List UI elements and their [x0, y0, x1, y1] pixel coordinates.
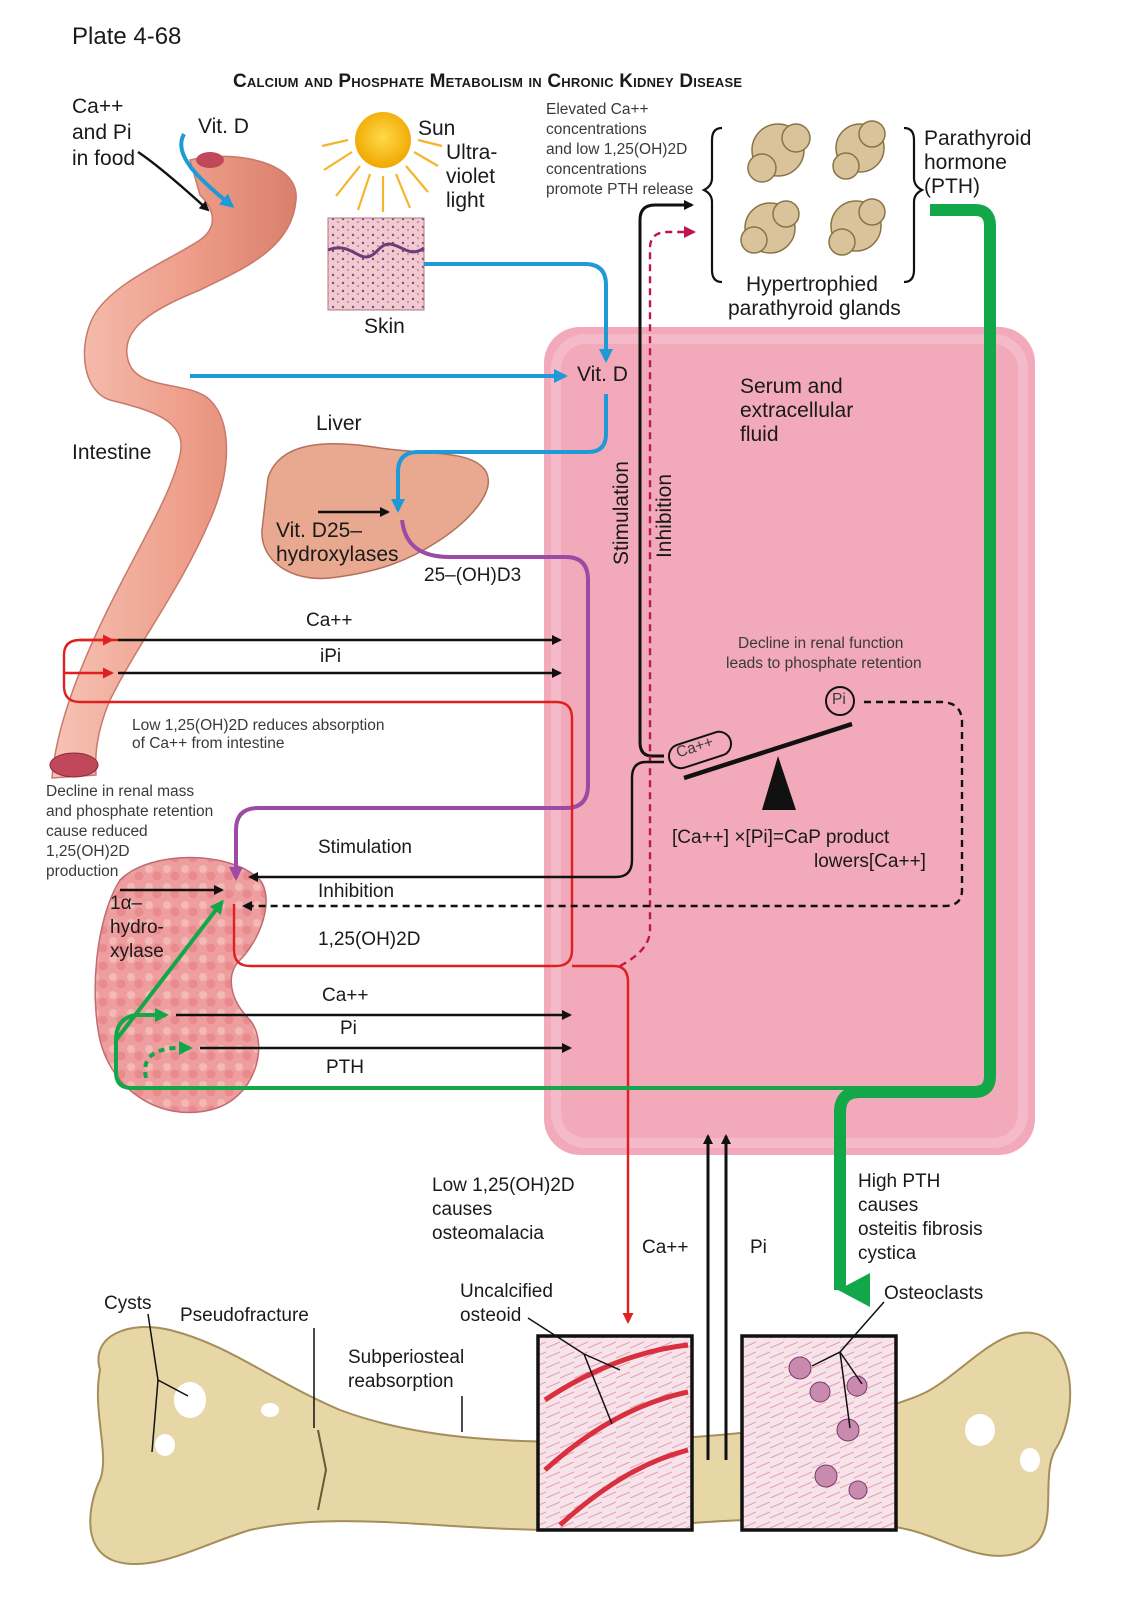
pth-label-line2: hormone — [924, 151, 1007, 174]
red-125d-loop — [62, 638, 574, 968]
serum-label-line2: extracellular — [740, 399, 854, 422]
inhibition-vertical-label: Inhibition — [653, 473, 676, 559]
hypertrophied-label-line2: parathyroid glands — [728, 297, 901, 320]
serum-box — [544, 327, 1035, 1155]
pi-circle-label: Pi — [832, 691, 846, 708]
cap-product-label-line2: lowers[Ca++] — [814, 851, 926, 872]
elevated-label-line4: concentrations — [546, 161, 647, 178]
decline-mass-label-line5: production — [46, 863, 119, 880]
decline-mass-label-line2: and phosphate retention — [46, 803, 214, 820]
intestine-ca-label: Ca++ — [306, 610, 353, 631]
serum-label-line3: fluid — [740, 423, 779, 446]
pseudofracture-label: Pseudofracture — [180, 1305, 309, 1326]
sun-shape — [321, 112, 443, 212]
high-pth-label-line4: cystica — [858, 1243, 917, 1264]
hydroxylase-label-line1: Vit. D25– — [276, 519, 362, 542]
stimulation-kidney-arrow — [248, 760, 664, 882]
osteoclasts-label: Osteoclasts — [884, 1283, 984, 1304]
pth-label-line3: (PTH) — [924, 175, 980, 198]
pth-kidney-arrow — [114, 1008, 974, 1090]
stimulation-vertical-label: Stimulation — [610, 461, 633, 565]
food-label-line2: and Pi — [72, 121, 132, 144]
kidney-ca-label: Ca++ — [322, 985, 369, 1006]
pth-label-line1: Parathyroid — [924, 127, 1032, 150]
liver-label: Liver — [316, 412, 362, 435]
sun-label: Sun — [418, 117, 456, 140]
decline-function-label-line2: leads to phosphate retention — [726, 655, 922, 672]
uv-label-line1: Ultra- — [446, 141, 498, 164]
decline-mass-label-line3: cause reduced — [46, 823, 148, 840]
uv-label-line2: violet — [446, 165, 496, 188]
osteomalacia-label-line3: osteomalacia — [432, 1223, 544, 1244]
intestine-label: Intestine — [72, 441, 152, 464]
decline-mass-label-line4: 1,25(OH)2D — [46, 843, 130, 860]
ohd3-label: 25–(OH)D3 — [424, 565, 522, 586]
subperiosteal-label-line1: Subperiosteal — [348, 1347, 465, 1368]
osteoclast-histology-box — [740, 1334, 898, 1532]
skin-label: Skin — [364, 315, 405, 338]
subperiosteal-label-line2: reabsorption — [348, 1371, 454, 1392]
onealpha-label-line3: xylase — [110, 941, 164, 962]
high-pth-label-line1: High PTH — [858, 1171, 941, 1192]
hydroxylase-label-line2: hydroxylases — [276, 543, 399, 566]
inhibition-kidney-arrow — [242, 700, 964, 911]
serum-label-line1: Serum and — [740, 375, 843, 398]
decline-mass-label-line1: Decline in renal mass — [46, 783, 195, 800]
cap-product-label-line1: [Ca++] ×[Pi]=CaP product — [672, 827, 890, 848]
elevated-label-line3: and low 1,25(OH)2D — [546, 141, 688, 158]
parathyroid-glands — [740, 120, 886, 256]
cysts-label: Cysts — [104, 1293, 152, 1314]
decline-function-label-line1: Decline in renal function — [738, 635, 904, 652]
elevated-label-line5: promote PTH release — [546, 181, 694, 198]
kidney-125d-label: 1,25(OH)2D — [318, 929, 421, 950]
osteomalacia-label-line2: causes — [432, 1199, 493, 1220]
seesaw — [667, 686, 855, 810]
skin-vitd-arrow — [424, 262, 613, 363]
vitd-food-label: Vit. D — [198, 115, 249, 138]
elevated-label-line1: Elevated Ca++ — [546, 101, 649, 118]
serum-liver-vitd-arrow — [391, 394, 608, 513]
ohd3-to-kidney-arrow — [229, 519, 590, 881]
food-arrow — [137, 151, 210, 212]
uncalcified-label-line2: osteoid — [460, 1305, 522, 1326]
bone-pi-label: Pi — [750, 1237, 767, 1258]
kidney-pi-label: Pi — [340, 1018, 357, 1039]
inhibition-label: Inhibition — [318, 881, 395, 902]
elevated-label-line2: concentrations — [546, 121, 647, 138]
food-label-line3: in food — [72, 147, 136, 170]
skin-block — [327, 217, 425, 311]
intestine-pi-label: iPi — [320, 646, 342, 667]
diagram-title: Calcium and Phosphate Metabolism in Chro… — [233, 71, 743, 92]
osteomalacia-arrow — [572, 964, 634, 1324]
onealpha-label-line2: hydro- — [110, 917, 164, 938]
uncalcified-label-line1: Uncalcified — [460, 1281, 553, 1302]
stimulation-label: Stimulation — [318, 837, 412, 858]
high-pth-label-line2: causes — [858, 1195, 919, 1216]
kidney-pth-label: PTH — [326, 1057, 364, 1078]
vitd-food-arrow — [179, 133, 235, 208]
low-absorption-label-line2: of Ca++ from intestine — [132, 735, 285, 752]
low-absorption-label-line1: Low 1,25(OH)2D reduces absorption — [132, 717, 385, 734]
intestine-shape — [49, 152, 297, 779]
pth-main-arrow — [834, 204, 996, 1307]
stimulation-vertical-arrow — [638, 200, 694, 758]
osteomalacia-label-line1: Low 1,25(OH)2D — [432, 1175, 575, 1196]
vitd-serum-label: Vit. D — [577, 363, 628, 387]
plate-number: Plate 4-68 — [72, 23, 182, 50]
bone-ca-label: Ca++ — [642, 1237, 689, 1258]
food-label-line1: Ca++ — [72, 95, 124, 118]
onealpha-label-line1: 1α– — [110, 893, 143, 914]
hypertrophied-label-line1: Hypertrophied — [746, 273, 878, 296]
high-pth-label-line3: osteitis fibrosis — [858, 1219, 983, 1240]
uv-label-line3: light — [446, 189, 485, 212]
